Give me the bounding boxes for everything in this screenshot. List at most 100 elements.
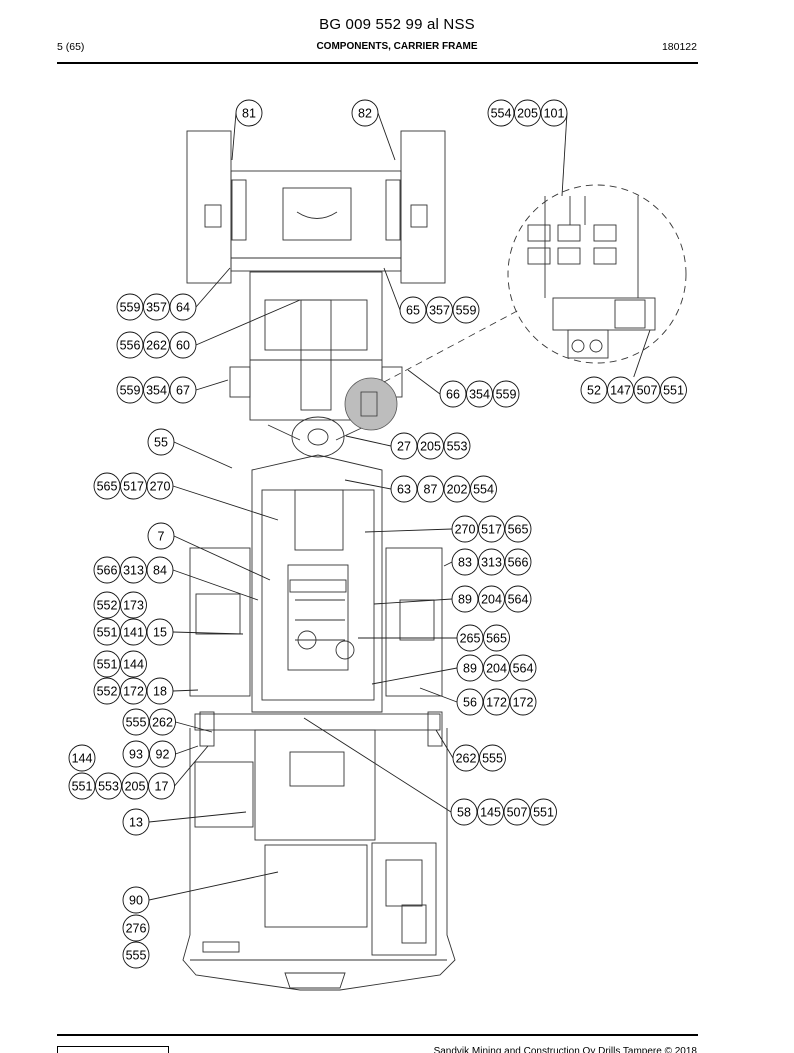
callout-circle [483, 624, 510, 652]
callout-leader-line [195, 299, 301, 346]
callout-leader-line [364, 528, 453, 533]
callout-label: 559 [120, 384, 141, 398]
callout-label: 145 [480, 806, 501, 820]
callout-label: 27 [397, 440, 411, 454]
section-title: COMPONENTS, CARRIER FRAME [316, 41, 478, 52]
callout-circle [169, 293, 197, 321]
callout-circle [660, 376, 687, 404]
callout-circle [149, 740, 176, 768]
callout-label: 554 [473, 483, 494, 497]
callout-label: 566 [97, 564, 118, 578]
callout-circle [120, 591, 147, 619]
callout-circle [504, 585, 532, 613]
callout-label: 7 [158, 530, 165, 544]
callout-13: 13 [122, 808, 150, 836]
callout-leader-line [383, 267, 401, 311]
callout-leader-line [195, 379, 229, 391]
callout-555: 555 [122, 941, 150, 969]
callout-label: 559 [496, 388, 517, 402]
callout-circle [456, 654, 484, 682]
callout-label: 81 [242, 107, 256, 121]
callout-label: 354 [469, 388, 490, 402]
callout-label: 276 [126, 922, 147, 936]
callout-label: 565 [97, 480, 118, 494]
callout-circle [470, 475, 497, 503]
callout-label: 354 [146, 384, 167, 398]
callout-circle [122, 886, 150, 914]
callout-label: 173 [123, 599, 144, 613]
callout-leader-line [633, 329, 651, 378]
callout-circle [443, 475, 471, 503]
callout-label: 565 [486, 632, 507, 646]
callout-circle [122, 740, 150, 768]
callout-label: 82 [358, 107, 372, 121]
callout-label: 93 [129, 748, 143, 762]
callout-circle [143, 376, 170, 404]
callout-leader-line [172, 569, 259, 601]
callout-label: 89 [458, 593, 472, 607]
callout-circle [417, 475, 444, 503]
callout-7: 7 [147, 522, 175, 550]
callout-leader-line [195, 267, 231, 308]
callout-label: 101 [544, 107, 565, 121]
callout-circle [633, 376, 661, 404]
callout-label: 564 [513, 662, 534, 676]
callout-label: 551 [663, 384, 684, 398]
callout-circle [456, 624, 484, 652]
callout-circle [504, 548, 532, 576]
date-code: 180122 [661, 41, 697, 53]
callout-circle [451, 585, 479, 613]
callout-circle [147, 522, 175, 550]
callout-label: 564 [508, 593, 529, 607]
callout-label: 552 [97, 685, 118, 699]
callout-label: 87 [424, 483, 438, 497]
callout-label: 84 [153, 564, 167, 578]
callout-leader-line [561, 112, 568, 197]
callout-circle [466, 380, 493, 408]
callout-circle [116, 293, 144, 321]
callout-label: 66 [446, 388, 460, 402]
callout-label: 551 [97, 626, 118, 640]
callout-circle [478, 585, 505, 613]
callout-circle [478, 515, 505, 543]
callout-circle [399, 296, 427, 324]
callout-circle [417, 432, 444, 460]
header-rule [57, 62, 698, 64]
callout-label: 15 [153, 626, 167, 640]
callout-circle [456, 688, 484, 716]
callout-circle [116, 376, 144, 404]
callout-leader-line [172, 485, 279, 521]
callout-label: 205 [125, 780, 146, 794]
callout-label: 565 [508, 523, 529, 537]
callout-label: 262 [152, 716, 173, 730]
callout-55: 55 [147, 428, 175, 456]
callout-circle [478, 548, 505, 576]
callout-leader-line [175, 721, 213, 733]
callout-label: 555 [482, 752, 503, 766]
callout-label: 67 [176, 384, 190, 398]
callout-circle [146, 618, 174, 646]
callout-circle [121, 772, 149, 800]
callout-circle [450, 798, 478, 826]
callout-circle [487, 99, 515, 127]
callout-leader-line [419, 687, 458, 703]
callout-276: 276 [122, 914, 150, 942]
callout-circle [146, 677, 174, 705]
callout-label: 205 [420, 440, 441, 454]
callout-circle [439, 380, 467, 408]
callout-label: 554 [491, 107, 512, 121]
callout-leader-line [407, 369, 441, 395]
callout-label: 507 [507, 806, 528, 820]
